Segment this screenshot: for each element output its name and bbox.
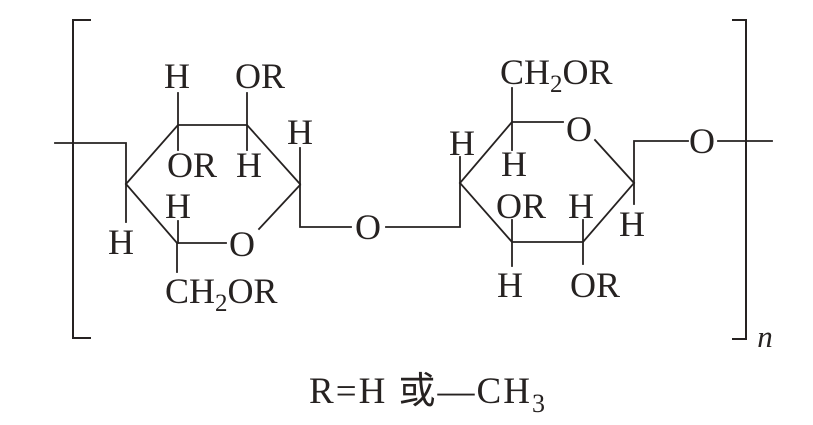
ring-oxygen-label-b: O <box>566 109 592 149</box>
left-bracket <box>72 19 91 339</box>
chain-exit-bond <box>633 140 773 184</box>
atom-label-h-c2b-inner: H <box>568 186 594 226</box>
atom-label-h-c1: H <box>287 112 313 152</box>
atom-label-or-c3b-inner: OR <box>496 186 546 226</box>
glycosidic-oxygen-label: O <box>355 207 381 247</box>
ch2or-label-a: CH2OR <box>165 271 278 317</box>
atom-label-or-c2-top: OR <box>235 56 285 96</box>
ring-b-substituent-bonds <box>459 87 635 267</box>
atom-label-h-c4: H <box>108 222 134 262</box>
chain-entry-bond <box>54 142 127 185</box>
atom-label-or-c3-inner: OR <box>167 145 217 185</box>
glycosidic-bonds <box>299 182 461 228</box>
atom-label-or-c2b-bottom: OR <box>570 265 620 305</box>
atom-label-h-c1b: H <box>619 204 645 244</box>
ch2or-label-b: CH2OR <box>500 52 613 98</box>
chain-end-oxygen-label: O <box>689 121 715 161</box>
repeat-subscript-n: n <box>757 319 773 354</box>
right-bracket <box>732 19 747 340</box>
ring-a-substituent-bonds <box>125 92 301 273</box>
atom-label-h-c5b-inner: H <box>501 144 527 184</box>
atom-label-h-c5-inner: H <box>165 186 191 226</box>
ring-b-bonds <box>458 121 636 243</box>
atom-label-h-c3b-bottom: H <box>497 265 523 305</box>
structure-caption: R=H 或—CH3 <box>309 371 547 418</box>
atom-label-h-c4b: H <box>449 123 475 163</box>
atom-label-h-c3-top: H <box>164 56 190 96</box>
atom-label-h-c2-inner: H <box>236 145 262 185</box>
ring-oxygen-label-a: O <box>229 224 255 264</box>
